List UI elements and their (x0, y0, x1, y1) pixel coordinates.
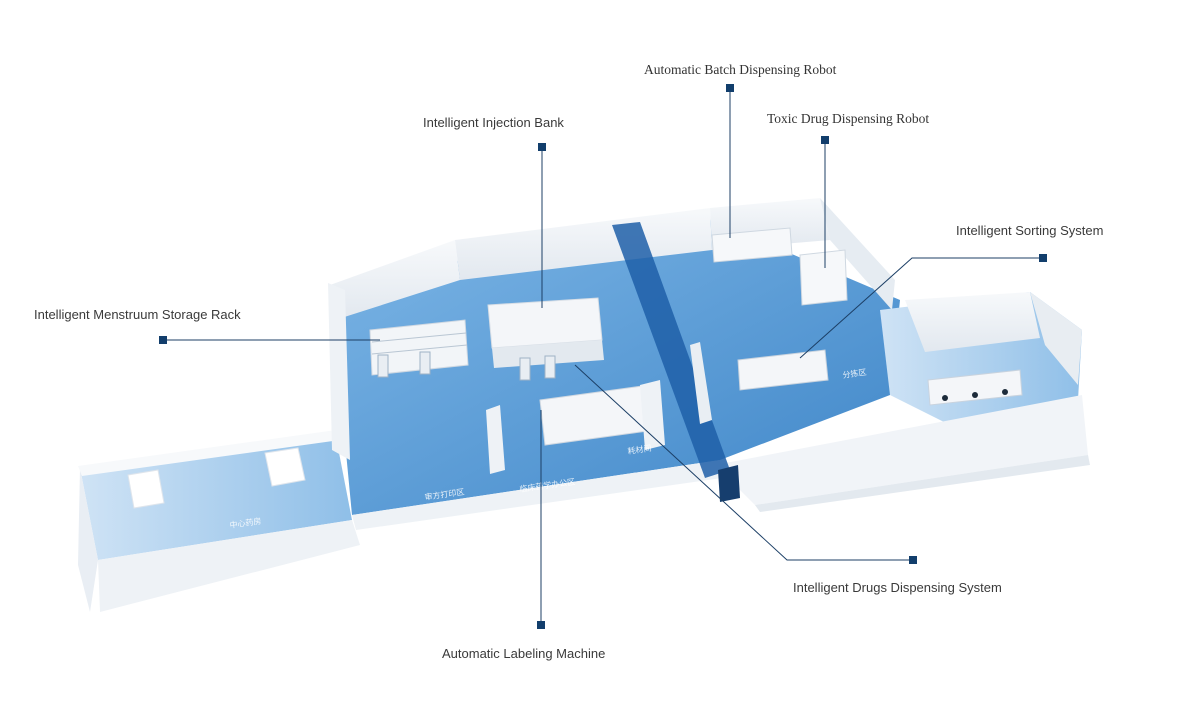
square-marker-icon (159, 336, 167, 344)
callout-injection-bank: Intelligent Injection Bank (423, 115, 564, 130)
square-marker-icon (821, 136, 829, 144)
callout-markers (159, 84, 1047, 629)
square-marker-icon (726, 84, 734, 92)
square-marker-icon (1039, 254, 1047, 262)
floor-label-material-room: 耗材间 (627, 443, 652, 456)
leader-lines (163, 88, 1043, 625)
square-marker-icon (909, 556, 917, 564)
callout-menstruum-rack: Intelligent Menstruum Storage Rack (34, 307, 241, 322)
callout-toxic-robot: Toxic Drug Dispensing Robot (767, 111, 930, 126)
callout-drugs-dispensing: Intelligent Drugs Dispensing System (793, 580, 1002, 595)
callout-labeling-machine: Automatic Labeling Machine (442, 646, 606, 661)
floor-label-central-pharmacy: 中心药房 (229, 516, 262, 530)
callout-batch-robot: Automatic Batch Dispensing Robot (644, 62, 837, 77)
leader-drugs-dispensing (574, 364, 913, 561)
floor-label-sorting-area: 分拣区 (842, 367, 867, 380)
square-marker-icon (537, 621, 545, 629)
interior-fixtures (369, 227, 1023, 474)
callout-sorting-system: Intelligent Sorting System (956, 223, 1104, 238)
square-marker-icon (538, 143, 546, 151)
building-shell (78, 198, 1090, 612)
leader-sorting-system (799, 257, 1043, 359)
